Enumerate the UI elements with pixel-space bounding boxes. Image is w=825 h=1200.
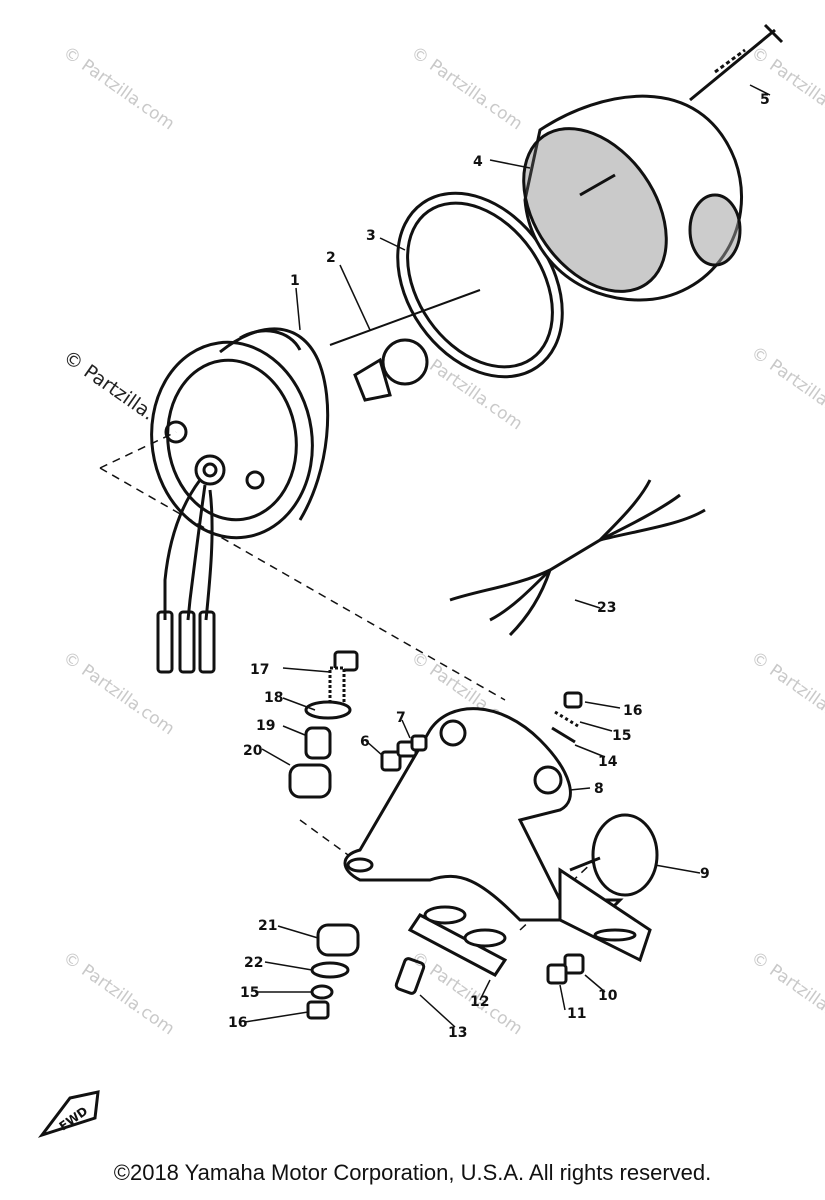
exploded-parts-diagram: © Partzilla.com © Partzilla.com © Partzi… xyxy=(37,23,825,1138)
callout-4: 4 xyxy=(473,154,483,170)
callouts: 1 2 3 4 5 6 7 8 9 10 11 12 13 14 15 16 1… xyxy=(228,92,770,1041)
callout-1: 1 xyxy=(290,273,300,289)
part-damper-upper xyxy=(288,650,359,799)
part-fasteners-right xyxy=(551,691,583,744)
copyright-notice: ©2018 Yamaha Motor Corporation, U.S.A. A… xyxy=(113,1160,712,1185)
watermark: © Partzilla.com xyxy=(747,648,825,740)
part-nuts xyxy=(546,953,585,985)
callout-15b: 15 xyxy=(240,985,259,1001)
callout-17: 17 xyxy=(250,662,269,678)
callout-8: 8 xyxy=(594,781,604,797)
callout-9: 9 xyxy=(700,866,710,882)
part-bolt xyxy=(394,957,426,995)
watermark: © Partzilla.com xyxy=(59,948,178,1040)
forward-arrow-icon: FWD xyxy=(37,1090,100,1138)
callout-6: 6 xyxy=(360,734,370,750)
part-bracket xyxy=(343,707,652,963)
callout-13: 13 xyxy=(448,1025,467,1041)
callout-10: 10 xyxy=(598,988,618,1004)
callout-20: 20 xyxy=(243,743,263,759)
watermark: © Partzilla.com xyxy=(747,43,825,135)
part-lens-cover xyxy=(522,94,744,302)
callout-21: 21 xyxy=(258,918,277,934)
part-wire-harness xyxy=(449,479,706,637)
part-bolt-6-7 xyxy=(380,734,428,772)
part-housing xyxy=(150,327,330,674)
part-bulb xyxy=(353,338,429,402)
callout-18: 18 xyxy=(264,690,283,706)
callout-22: 22 xyxy=(244,955,263,971)
callout-16b: 16 xyxy=(228,1015,247,1031)
part-screw xyxy=(689,23,784,102)
watermark: © Partzilla.com xyxy=(407,43,526,135)
callout-15: 15 xyxy=(612,728,631,744)
watermark: © Partzilla.com xyxy=(59,43,178,135)
part-damper-lower xyxy=(306,923,360,1020)
callout-23: 23 xyxy=(597,600,616,616)
callout-leaders xyxy=(244,84,771,1028)
callout-19: 19 xyxy=(256,718,275,734)
callout-5: 5 xyxy=(760,92,770,108)
callout-7: 7 xyxy=(396,710,406,726)
callout-2: 2 xyxy=(326,250,336,266)
callout-3: 3 xyxy=(366,228,376,244)
watermark: © Partzilla.com xyxy=(747,343,825,435)
callout-16: 16 xyxy=(623,703,642,719)
callout-14: 14 xyxy=(598,754,618,770)
watermark: © Partzilla.com xyxy=(59,648,178,740)
part-plate xyxy=(407,905,508,977)
watermark: © Partzilla.com xyxy=(747,948,825,1040)
callout-11: 11 xyxy=(567,1006,586,1022)
part-reflector xyxy=(569,813,659,897)
callout-12: 12 xyxy=(470,994,489,1010)
